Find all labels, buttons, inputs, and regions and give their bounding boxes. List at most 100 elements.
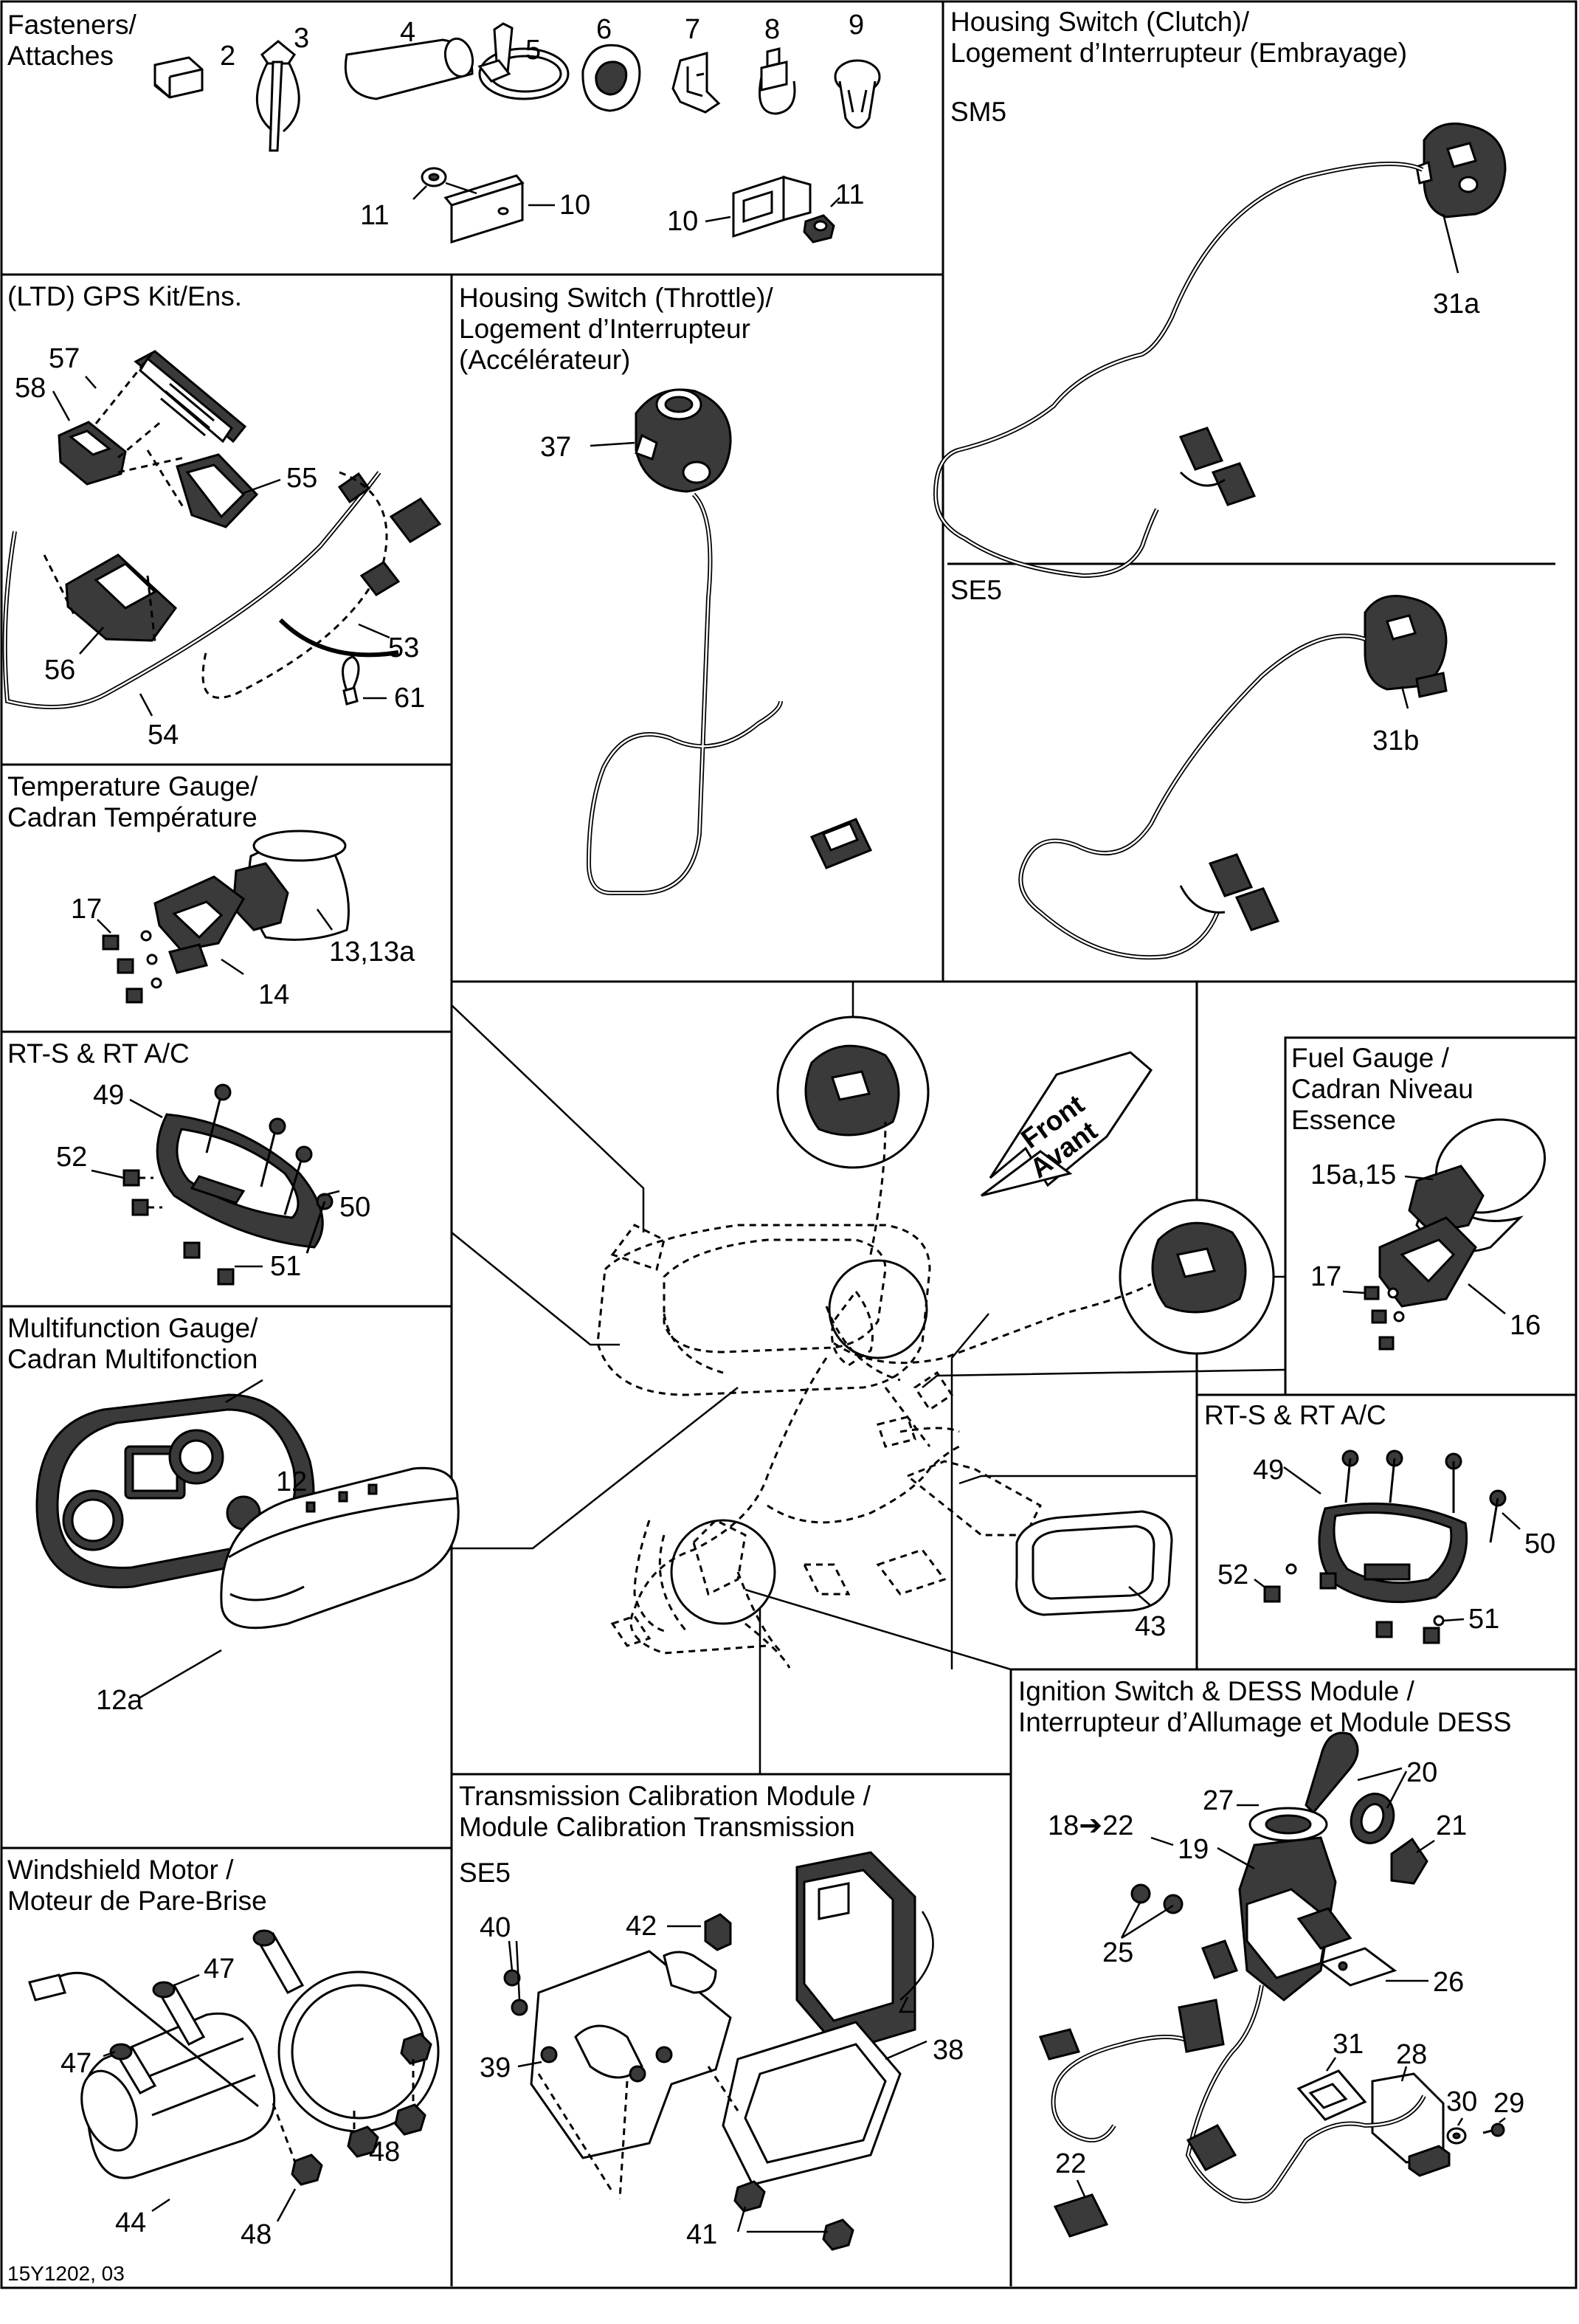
ref-48-bottom: 48 [241, 2219, 272, 2250]
transmission-title-line2: Module Calibration Transmission [459, 1812, 855, 1842]
ref-40: 40 [480, 1912, 511, 1943]
throttle-title-line2: Logement d’Interrupteur [459, 314, 750, 344]
ref-12: 12 [276, 1466, 307, 1497]
ref-14: 14 [258, 979, 289, 1010]
ref-49-right: 49 [1253, 1455, 1284, 1486]
transmission-title-line1: Transmission Calibration Module / [459, 1781, 871, 1811]
part-grommet-6-icon [581, 44, 641, 112]
throttle-housing-37-icon [635, 388, 732, 493]
part-clip-8-icon [759, 47, 796, 115]
transmission-se5-label: SE5 [459, 1858, 511, 1888]
part-clamp-5-icon [477, 22, 570, 100]
gps-mount-bracket-icon [58, 421, 127, 486]
dashboard-assembly [596, 1121, 1152, 1669]
ref-3: 3 [294, 23, 309, 54]
part-clip-2-icon [153, 56, 204, 99]
ref-61: 61 [394, 683, 425, 714]
rts-right-bezel-49-icon [1318, 1502, 1468, 1604]
ref-20: 20 [1406, 1757, 1437, 1788]
ignition-title-line2: Interrupteur d’Allumage et Module DESS [1018, 1707, 1511, 1737]
multifunction-cover-12a-icon [220, 1466, 460, 1630]
throttle-title-line3: (Accélérateur) [459, 345, 630, 375]
screw-29-icon [1482, 2123, 1505, 2137]
clutch-connectors-se5-icon [1179, 853, 1280, 931]
ref-52-right: 52 [1217, 1559, 1248, 1590]
ignition-switch-body-icon [1238, 1807, 1352, 2001]
windshield-title-line2: Moteur de Pare-Brise [7, 1886, 267, 1916]
multifunction-title-line1: Multifunction Gauge/ [7, 1313, 258, 1343]
ref-47-top: 47 [204, 1954, 235, 1985]
windshield-nuts-48-icon [291, 2032, 432, 2186]
ref-43: 43 [1135, 1611, 1166, 1642]
ref-47-left: 47 [61, 2048, 91, 2079]
ref-51-right: 51 [1468, 1604, 1499, 1635]
ref-10-right: 10 [667, 206, 698, 237]
ref-19: 19 [1178, 1834, 1209, 1865]
ref-8: 8 [764, 14, 780, 45]
clutch-se5-label: SE5 [950, 575, 1002, 605]
fuel-title-line2: Cadran Niveau [1291, 1074, 1473, 1104]
temperature-panel: Temperature Gauge/ Cadran Température 13… [7, 771, 415, 1010]
fasteners-panel: Fasteners/ Attaches 2 3 4 5 6 [7, 10, 881, 244]
ref-5: 5 [525, 35, 541, 66]
ref-31: 31 [1333, 2029, 1364, 2060]
ref-10-left: 10 [559, 190, 590, 221]
center-overview: Front Avant [451, 982, 1286, 1774]
ignition-plate-26-icon [1318, 1947, 1397, 1987]
ref-41: 41 [686, 2219, 717, 2250]
ref-53: 53 [388, 632, 419, 663]
ref-50-right: 50 [1524, 1528, 1555, 1559]
ref-58: 58 [15, 373, 46, 404]
ref-9: 9 [849, 10, 864, 41]
transmission-screws-40-icon [503, 1969, 673, 2083]
transmission-module-38-icon [795, 1851, 916, 2053]
front-arrow: Front Avant [981, 1051, 1153, 1197]
gps-base-56-icon [65, 554, 177, 642]
rts-right-title: RT-S & RT A/C [1204, 1400, 1386, 1430]
part-clip-7-icon [671, 52, 721, 114]
ref-52-left: 52 [56, 1142, 87, 1173]
windshield-title-line1: Windshield Motor / [7, 1855, 234, 1885]
cable-tie-61-icon [342, 655, 360, 706]
part-cable-tie-3-icon [255, 40, 300, 152]
ref-27: 27 [1203, 1785, 1234, 1816]
ignition-key-20-icon [1305, 1731, 1395, 1844]
diagram-id: 15Y1202, 03 [7, 2262, 125, 2285]
part-bracket-10-left-icon [443, 174, 525, 244]
ignition-connectors-icon [1038, 1939, 1238, 2238]
ref-57: 57 [49, 343, 80, 374]
clutch-sm5-label: SM5 [950, 97, 1006, 127]
clutch-panel: Housing Switch (Clutch)/ Logement d’Inte… [933, 7, 1507, 960]
transmission-nuts-41-icon [733, 2180, 854, 2251]
ref-44: 44 [115, 2207, 146, 2238]
ref-4: 4 [400, 17, 415, 48]
part-push-rivet-9-icon [834, 59, 881, 129]
fasteners-title-line1: Fasteners/ [7, 10, 137, 40]
dess-module-28-icon [1371, 2072, 1451, 2177]
ref-13-13a: 13,13a [329, 937, 415, 968]
ref-56: 56 [44, 655, 75, 686]
ref-26: 26 [1433, 1967, 1464, 1998]
ref-25: 25 [1102, 1937, 1133, 1968]
ref-21: 21 [1436, 1810, 1467, 1841]
ref-39: 39 [480, 2052, 511, 2083]
ref-16: 16 [1510, 1310, 1541, 1341]
ref-38: 38 [933, 2035, 964, 2066]
ignition-panel: Ignition Switch & DESS Module / Interrup… [1018, 1676, 1524, 2238]
rts-right-nuts-52-icon [1263, 1563, 1445, 1644]
clutch-housing-31a-icon [1415, 123, 1507, 218]
clutch-housing-31b-icon [1364, 595, 1448, 698]
fasteners-title-line2: Attaches [7, 41, 114, 71]
fuel-title-line3: Essence [1291, 1105, 1396, 1135]
transmission-bracket-icon [530, 1950, 732, 2159]
temperature-title-line1: Temperature Gauge/ [7, 771, 258, 801]
zoom-circle-clutch [1119, 1199, 1275, 1355]
rts-right-screws-50-icon [1341, 1449, 1507, 1543]
ref-31b: 31b [1372, 725, 1419, 756]
fuel-title-line1: Fuel Gauge / [1291, 1043, 1450, 1073]
transmission-panel: Transmission Calibration Module / Module… [459, 1781, 964, 2251]
gps-cover-55-icon [176, 453, 259, 528]
ref-12a: 12a [96, 1685, 143, 1716]
ref-31a: 31a [1433, 289, 1480, 320]
